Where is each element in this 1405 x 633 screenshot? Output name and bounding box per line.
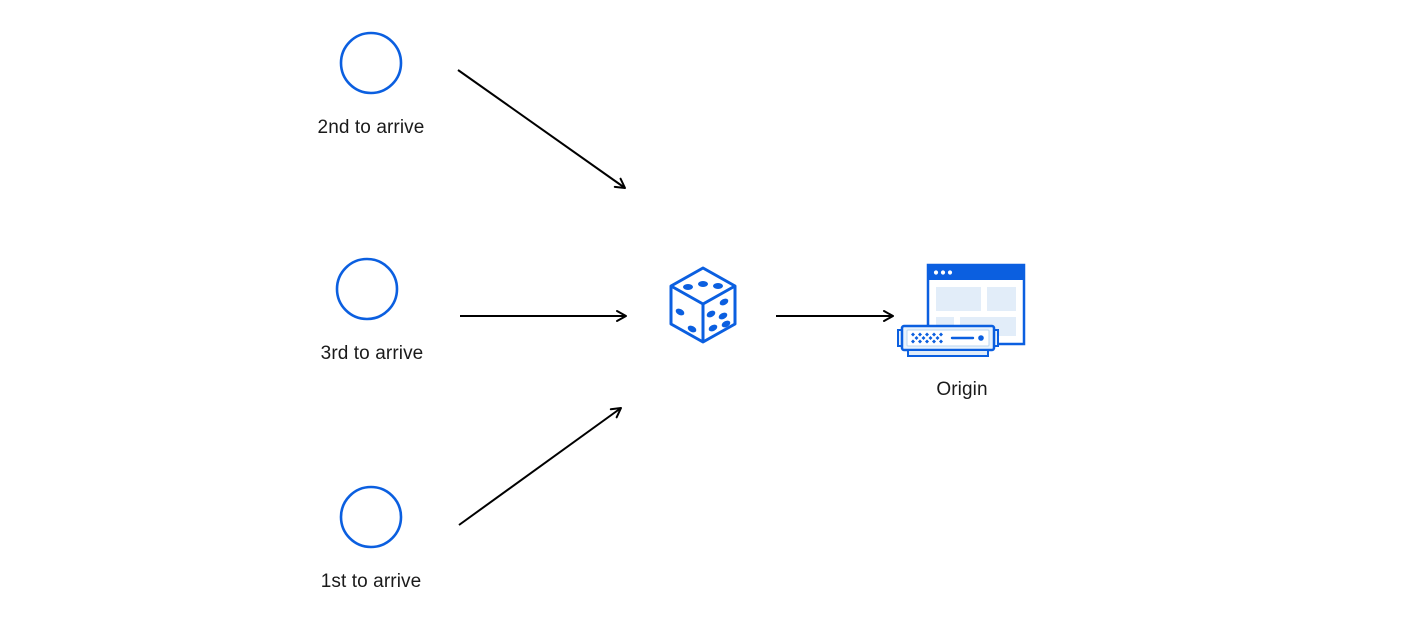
avatar-man-swept-hair-icon xyxy=(339,31,403,95)
sender-label-3rd: 3rd to arrive xyxy=(320,343,424,364)
sender-label-1st: 1st to arrive xyxy=(320,571,422,592)
sender-node-2nd: 2nd to arrive xyxy=(318,31,424,138)
avatar-man-short-hair-icon xyxy=(335,257,399,321)
arrow-1st-to-dice xyxy=(458,407,622,526)
sender-label-2nd: 2nd to arrive xyxy=(317,117,425,138)
dice-icon xyxy=(669,266,737,344)
dice-node xyxy=(667,264,739,351)
origin-label: Origin xyxy=(936,379,988,400)
sender-node-3rd: 3rd to arrive xyxy=(321,257,423,364)
server-vent-pattern xyxy=(911,332,943,344)
arrow-2nd-to-dice xyxy=(457,69,626,189)
origin-node: Origin xyxy=(896,262,1028,400)
origin-server-icon xyxy=(897,263,1026,357)
avatar-woman-bun-icon xyxy=(339,485,403,549)
sender-node-1st: 1st to arrive xyxy=(321,485,421,592)
